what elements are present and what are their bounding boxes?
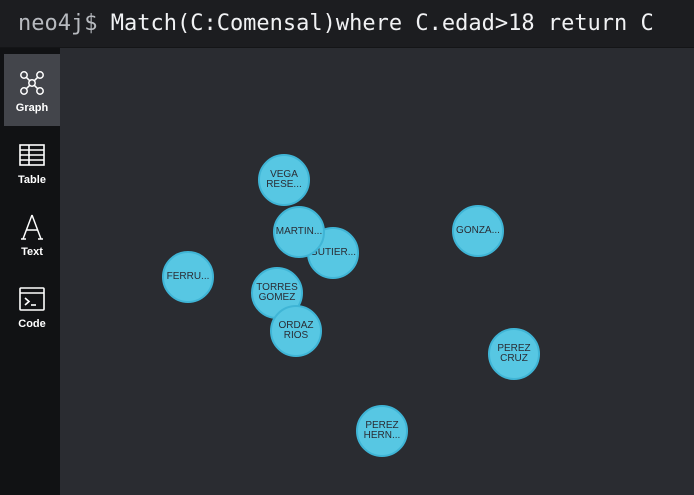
graph-node[interactable]: VEGA RESE... xyxy=(258,154,310,206)
query-text[interactable]: Match(C:Comensal)where C.edad>18 return … xyxy=(110,11,654,36)
graph-node[interactable]: PEREZ CRUZ xyxy=(488,328,540,380)
graph-node[interactable]: GUTIER... xyxy=(307,227,359,279)
graph-icon xyxy=(4,68,60,98)
prompt-label: neo4j$ xyxy=(18,11,98,36)
table-icon xyxy=(4,140,60,170)
view-tab-code[interactable]: Code xyxy=(4,270,60,342)
command-line[interactable]: neo4j$ Match(C:Comensal)where C.edad>18 … xyxy=(18,10,654,38)
text-icon xyxy=(4,212,60,242)
code-icon xyxy=(4,284,60,314)
view-tab-label: Graph xyxy=(15,102,49,114)
result-view-sidebar: Graph Table Text xyxy=(0,48,60,495)
view-tab-label: Code xyxy=(18,318,46,330)
query-bar[interactable]: neo4j$ Match(C:Comensal)where C.edad>18 … xyxy=(0,0,694,48)
graph-node[interactable]: MARTIN... xyxy=(273,206,325,258)
graph-node[interactable]: GONZA... xyxy=(452,205,504,257)
graph-node[interactable]: PEREZ HERN... xyxy=(356,405,408,457)
view-tab-label: Text xyxy=(21,246,43,258)
view-tab-text[interactable]: Text xyxy=(4,198,60,270)
view-tab-graph[interactable]: Graph xyxy=(4,54,60,126)
view-tab-label: Table xyxy=(18,174,46,186)
view-tab-table[interactable]: Table xyxy=(4,126,60,198)
graph-canvas[interactable]: VEGA RESE... GUTIER... MARTIN... GONZA..… xyxy=(60,48,694,495)
graph-node[interactable]: ORDAZ RIOS xyxy=(270,305,322,357)
graph-node[interactable]: FERRU... xyxy=(162,251,214,303)
